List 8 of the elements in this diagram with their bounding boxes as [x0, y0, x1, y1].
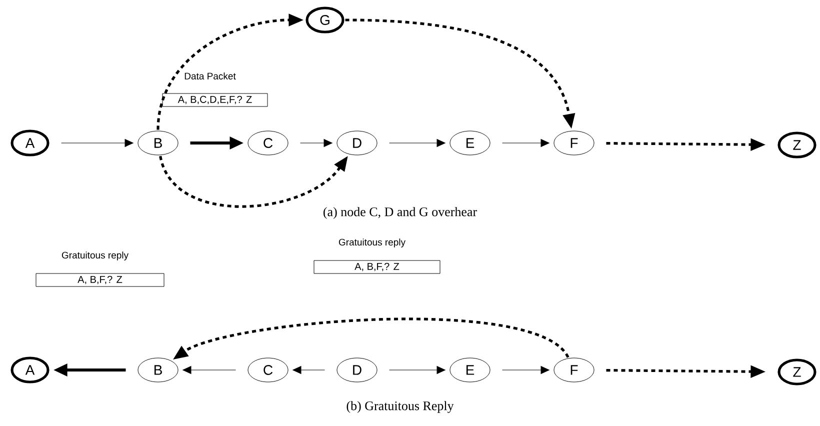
packet-box: A, B,F,? Z	[314, 260, 440, 274]
packet-heading: Gratuitous reply	[338, 238, 406, 248]
caption: (b) Gratuitous Reply	[346, 401, 454, 413]
packet-box: A, B,F,? Z	[36, 273, 164, 287]
packet-box: A, B,C,D,E,F,? Z	[162, 93, 268, 107]
packet-heading: Data Packet	[184, 72, 236, 80]
packet-heading: Gratuitous reply	[62, 252, 128, 260]
caption: (a) node C, D and G overhear	[324, 207, 477, 219]
